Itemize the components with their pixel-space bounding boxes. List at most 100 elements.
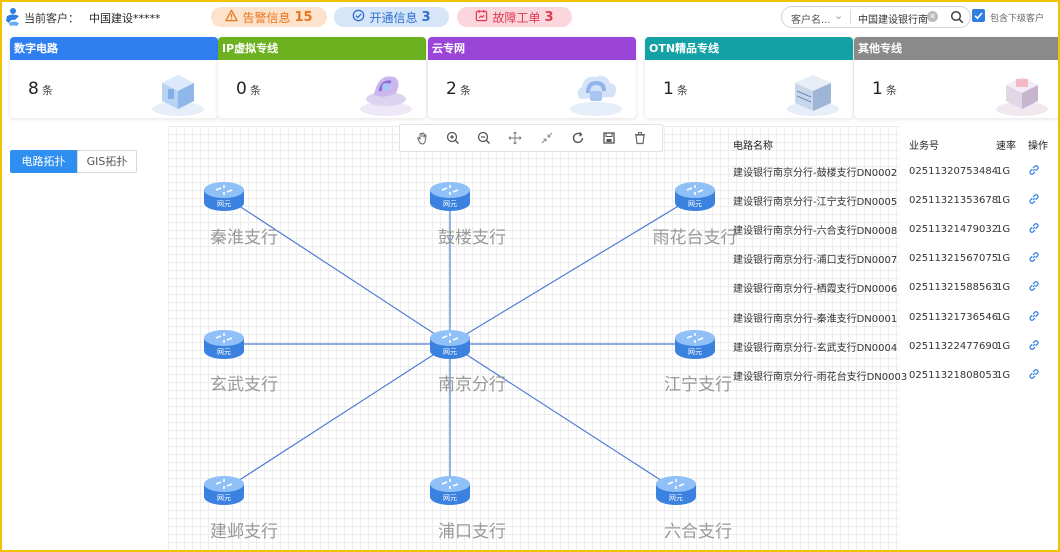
- table-row[interactable]: 建设银行南京分行-雨花台支行DN0003 02511321808053 1G: [730, 361, 1056, 390]
- cell-rate: 1G: [996, 311, 1011, 323]
- col-header-circuit-name: 电路名称: [733, 141, 773, 152]
- warning-icon: [225, 9, 239, 25]
- cell-service-number: 02511321353678: [909, 195, 999, 207]
- link-icon[interactable]: [1028, 368, 1040, 380]
- check-circle-icon: [352, 9, 365, 25]
- cell-rate: 1G: [996, 166, 1011, 178]
- link-icon[interactable]: [1028, 193, 1040, 205]
- node-label-jiangning: 江宁支行: [664, 375, 732, 395]
- alarm-info-pill[interactable]: 告警信息 15: [211, 7, 327, 27]
- customer-search-input[interactable]: 中国建设银行南|: [858, 15, 928, 26]
- cell-circuit-name: 建设银行南京分行-栖霞支行DN0006: [733, 284, 898, 296]
- link-icon[interactable]: [1028, 280, 1040, 292]
- router-node-pukou[interactable]: 网元: [428, 473, 472, 507]
- cell-service-number: 02511321567075: [909, 253, 999, 265]
- activation-info-count: 3: [421, 9, 431, 25]
- search-icon[interactable]: [950, 10, 964, 24]
- fault-ticket-label: 故障工单: [492, 10, 541, 25]
- link-icon[interactable]: [1028, 251, 1040, 263]
- router-icon: 网元: [675, 182, 715, 211]
- svg-text:网元: 网元: [217, 200, 231, 208]
- node-label-luhe: 六合支行: [664, 522, 732, 542]
- customer-logo-icon: [5, 7, 21, 27]
- svg-text:网元: 网元: [688, 348, 702, 356]
- table-row[interactable]: 建设银行南京分行-玄武支行DN0004 02511322477690 1G: [730, 332, 1056, 361]
- svg-text:网元: 网元: [443, 200, 457, 208]
- svg-text:网元: 网元: [443, 348, 457, 356]
- cell-circuit-name: 建设银行南京分行-秦淮支行DN0001: [733, 313, 898, 325]
- cell-circuit-name: 建设银行南京分行-浦口支行DN0007: [733, 255, 898, 267]
- card-title: 数字电路: [10, 37, 218, 60]
- col-header-rate: 速率: [996, 141, 1016, 152]
- chevron-down-icon[interactable]: ⌄: [834, 9, 844, 22]
- table-row[interactable]: 建设银行南京分行-栖霞支行DN0006 02511321588563 1G: [730, 273, 1056, 302]
- cell-rate: 1G: [996, 253, 1011, 265]
- table-row[interactable]: 建设银行南京分行-江宁支行DN0005 02511321353678 1G: [730, 186, 1056, 215]
- router-icon: 网元: [430, 182, 470, 211]
- cell-service-number: 02511321479032: [909, 224, 999, 236]
- col-header-action: 操作: [1028, 141, 1048, 152]
- router-node-yuhuatai[interactable]: 网元: [673, 179, 717, 213]
- col-header-service-number: 业务号: [909, 141, 939, 152]
- cell-rate: 1G: [996, 195, 1011, 207]
- pan-icon[interactable]: [414, 130, 430, 146]
- box-illustration-icon: [992, 65, 1052, 117]
- cloud-illustration-icon: [566, 65, 626, 117]
- cell-rate: 1G: [996, 340, 1011, 352]
- link-icon[interactable]: [1028, 222, 1040, 234]
- table-row[interactable]: 建设银行南京分行-六合支行DN0008 02511321479032 1G: [730, 215, 1056, 244]
- cell-service-number: 02511321588563: [909, 282, 999, 294]
- tab-circuit-topology[interactable]: 电路拓扑: [10, 150, 77, 173]
- router-node-nanjing-center[interactable]: 网元: [428, 327, 472, 361]
- table-row[interactable]: 建设银行南京分行-秦淮支行DN0001 02511321736546 1G: [730, 302, 1056, 331]
- node-label-nanjing-center: 南京分行: [438, 375, 506, 395]
- link-icon[interactable]: [1028, 339, 1040, 351]
- svg-text:网元: 网元: [669, 494, 683, 502]
- table-row[interactable]: 建设银行南京分行-浦口支行DN0007 02511321567075 1G: [730, 244, 1056, 273]
- node-label-gulou: 鼓楼支行: [438, 228, 506, 248]
- collapse-icon[interactable]: [539, 130, 555, 146]
- server-stack-illustration-icon: [783, 65, 843, 117]
- fault-ticket-pill[interactable]: 故障工单 3: [457, 7, 572, 27]
- zoom-in-icon[interactable]: [445, 130, 461, 146]
- cell-service-number: 02511321736546: [909, 311, 999, 323]
- current-customer-name: 中国建设*****: [89, 12, 161, 25]
- link-icon[interactable]: [1028, 164, 1040, 176]
- router-node-qinhuai[interactable]: 网元: [202, 179, 246, 213]
- router-icon: 网元: [430, 476, 470, 505]
- router-node-jiangning[interactable]: 网元: [673, 327, 717, 361]
- link-icon[interactable]: [1028, 310, 1040, 322]
- tab-gis-topology[interactable]: GIS拓扑: [77, 150, 137, 173]
- table-row[interactable]: 建设银行南京分行-鼓楼支行DN0002 02511320753484 1G: [730, 157, 1056, 186]
- zoom-out-icon[interactable]: [476, 130, 492, 146]
- router-node-xuanwu[interactable]: 网元: [202, 327, 246, 361]
- router-node-jianye[interactable]: 网元: [202, 473, 246, 507]
- server-illustration-icon: [148, 65, 208, 117]
- delete-icon[interactable]: [632, 130, 648, 146]
- cell-service-number: 02511320753484: [909, 166, 999, 178]
- save-icon[interactable]: [601, 130, 617, 146]
- svg-text:网元: 网元: [688, 200, 702, 208]
- clear-icon[interactable]: ✕: [927, 11, 938, 22]
- router-node-gulou[interactable]: 网元: [428, 179, 472, 213]
- router-node-luhe[interactable]: 网元: [654, 473, 698, 507]
- refresh-icon[interactable]: [570, 130, 586, 146]
- customer-search-box: 客户名... ⌄ 中国建设银行南| ✕: [781, 6, 971, 28]
- cell-circuit-name: 建设银行南京分行-江宁支行DN0005: [733, 197, 898, 209]
- node-label-pukou: 浦口支行: [438, 522, 506, 542]
- activation-info-pill[interactable]: 开通信息 3: [334, 7, 449, 27]
- router-icon: 网元: [675, 330, 715, 359]
- topology-toolbar: [399, 124, 663, 152]
- fit-icon[interactable]: [507, 130, 523, 146]
- include-sub-checkbox[interactable]: [972, 9, 985, 22]
- top-bar: 当前客户： 中国建设***** 告警信息 15 开通信息 3 故障工单 3 客户…: [0, 0, 1060, 34]
- card-title: IP虚拟专线: [218, 37, 426, 60]
- search-type-select[interactable]: 客户名...: [791, 15, 831, 26]
